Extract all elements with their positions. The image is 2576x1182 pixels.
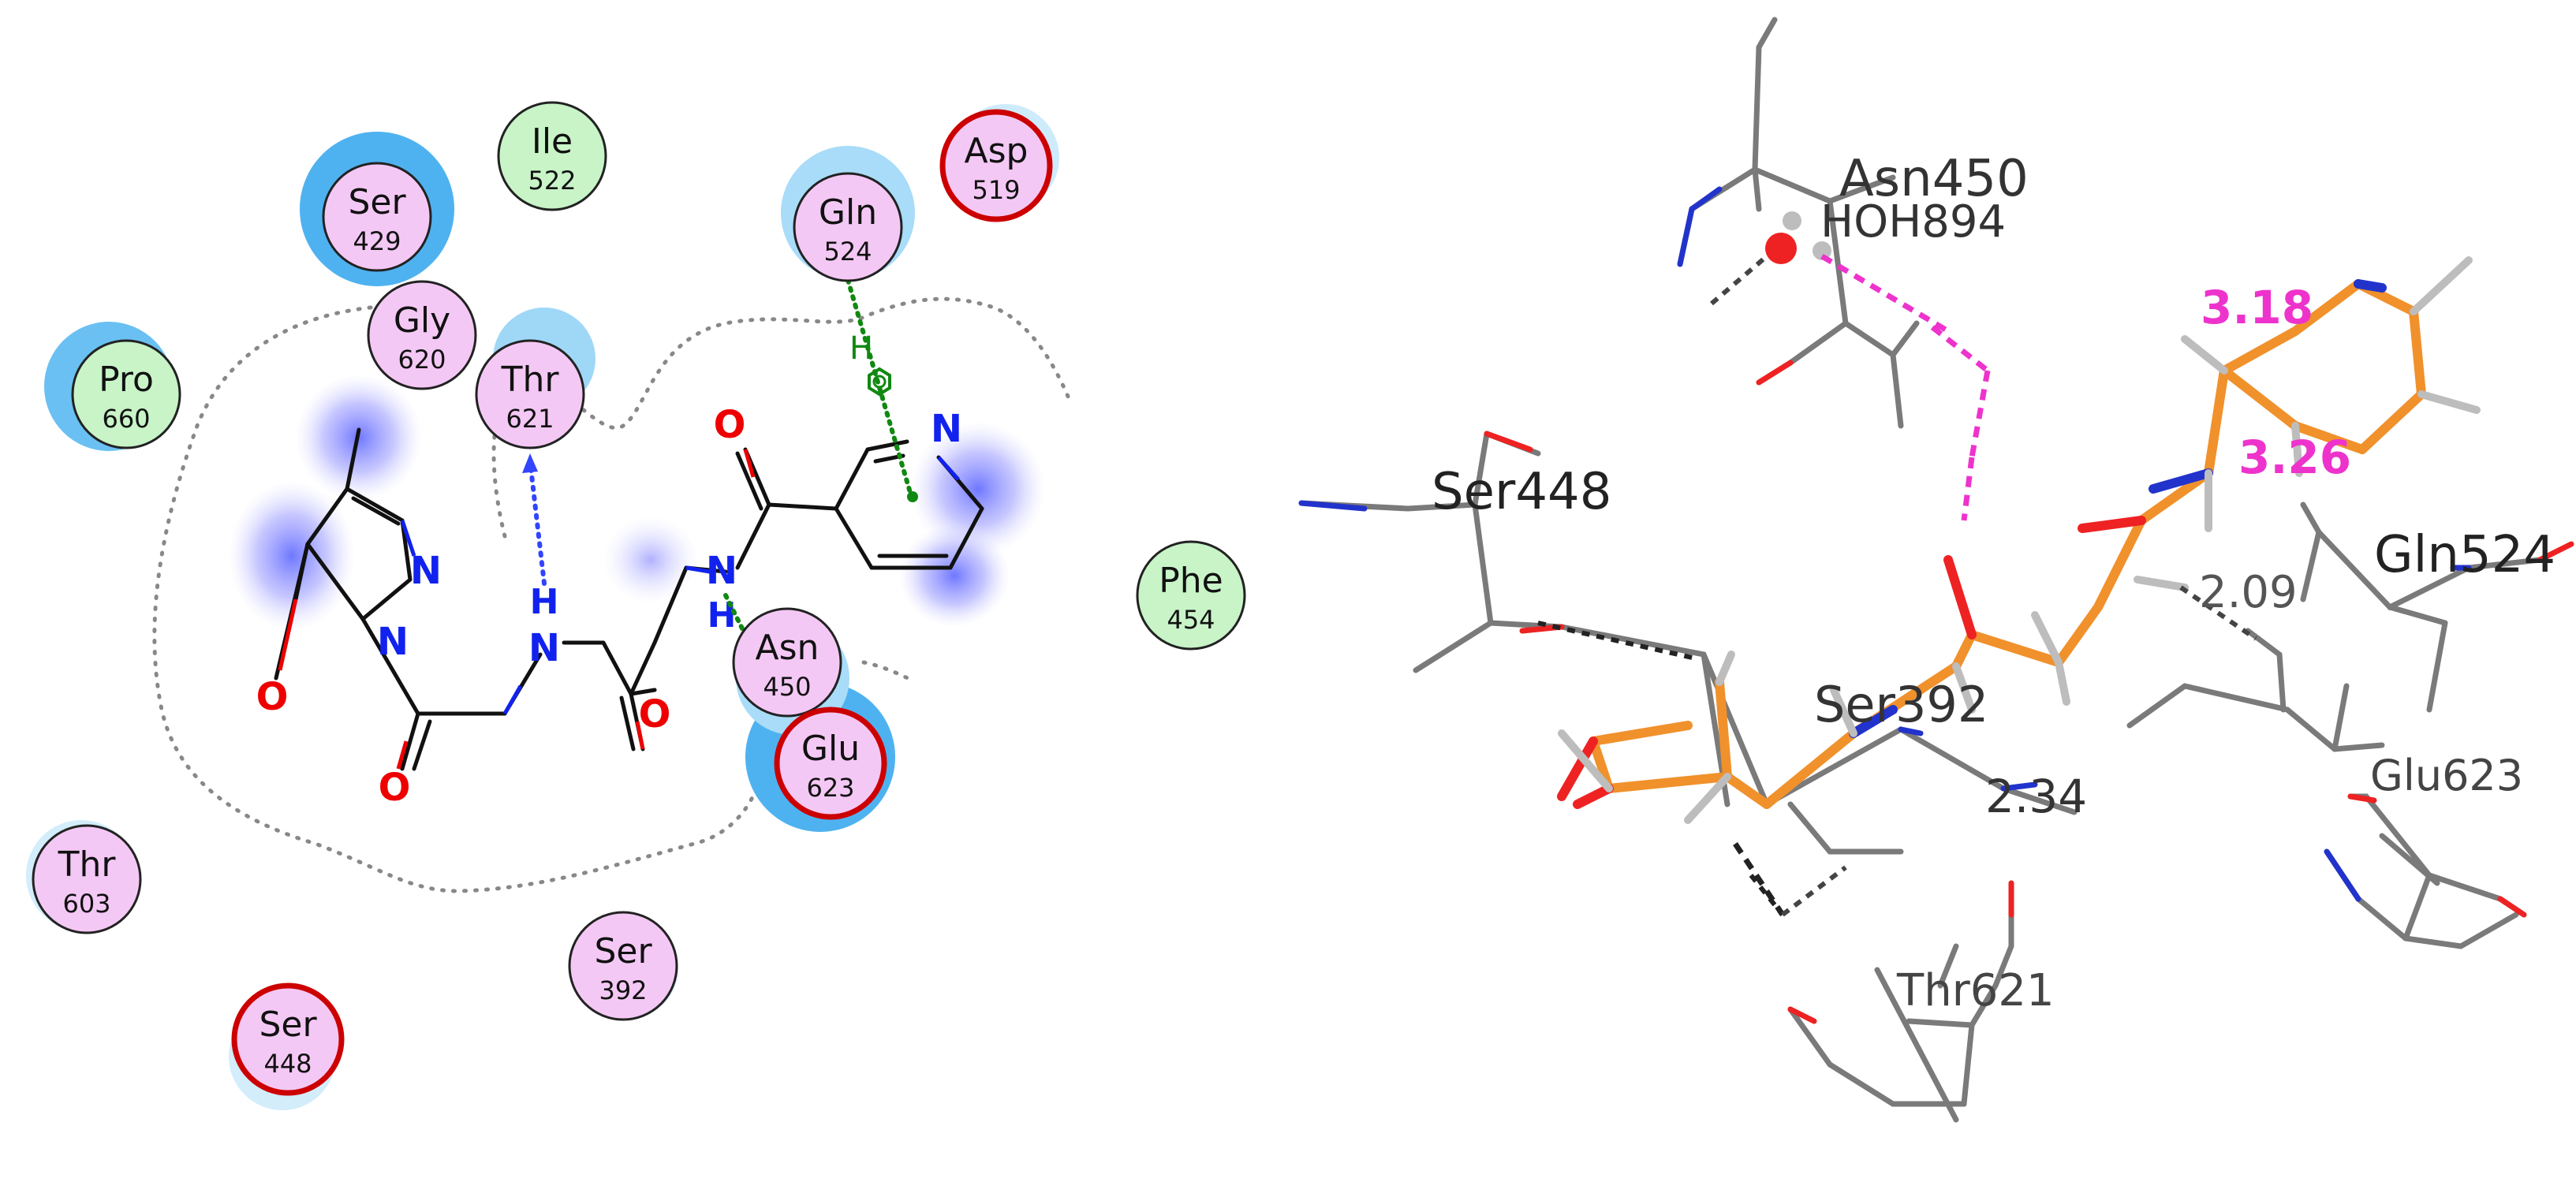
residue-name: Thr bbox=[501, 360, 560, 400]
distance-label: 2.34 bbox=[1985, 770, 2087, 823]
atom-n-amide2: N bbox=[706, 549, 737, 593]
bond-o-ring2 bbox=[278, 598, 298, 671]
residue-number: 429 bbox=[353, 226, 401, 256]
residue-number: 522 bbox=[528, 166, 576, 196]
bond-o-carbonyl2 bbox=[743, 449, 756, 478]
ligand-exposure-halo bbox=[229, 481, 355, 631]
residue-name: Gln bbox=[819, 192, 877, 233]
residue-number: 450 bbox=[763, 672, 811, 702]
residue-name: Ser bbox=[259, 1005, 317, 1045]
residue-name: Glu bbox=[801, 729, 860, 769]
atom-n-pyridine: N bbox=[931, 407, 962, 451]
residue-name: Phe bbox=[1159, 561, 1223, 601]
atom-o-carbonyl1: O bbox=[379, 766, 411, 810]
residue-ser448: Ser 448 bbox=[231, 983, 345, 1096]
label-ser448: Ser448 bbox=[1432, 463, 1611, 521]
water-contact-lines bbox=[1820, 253, 1991, 521]
residue-thr603: Thr 603 bbox=[32, 824, 142, 934]
residue-gly620: Gly 620 bbox=[367, 280, 477, 390]
pocket-outline bbox=[152, 305, 765, 893]
label-hoh894: HOH894 bbox=[1820, 196, 2006, 248]
distance-label: 3.18 bbox=[2201, 281, 2313, 334]
residue-thr621: Thr 621 bbox=[475, 339, 585, 449]
hbond-backbone-thr621 bbox=[528, 459, 547, 586]
residue-number: 620 bbox=[398, 345, 446, 375]
pi-centroid bbox=[907, 491, 918, 502]
residue-name: Thr bbox=[58, 845, 117, 885]
ligand-hetero bbox=[1557, 279, 2387, 809]
ligand-hydrogens bbox=[1558, 256, 2481, 824]
water-hoh894 bbox=[1765, 211, 1831, 264]
residue-name: Ser bbox=[594, 931, 652, 971]
residue-ser429: Ser 429 bbox=[322, 162, 432, 272]
residue-ile522: Ile 522 bbox=[497, 101, 607, 211]
residue-number: 621 bbox=[506, 404, 554, 434]
interaction-diagram-2d: N N O O N H O N H O N H Ser 429 Ile 522 Asp 5… bbox=[0, 0, 1278, 1179]
label-glu623: Glu623 bbox=[2370, 751, 2523, 800]
residue-asp519: Asp 519 bbox=[939, 109, 1053, 222]
pocket-outline-upper bbox=[491, 296, 1071, 539]
hbond-sidechain-asn450 bbox=[723, 593, 748, 637]
residue-name: Asp bbox=[965, 131, 1029, 171]
atom-h-amide1: H bbox=[530, 582, 559, 622]
atom-o-carbonyl3: O bbox=[639, 692, 671, 736]
interaction-diagram-svg: N N O O N H O N H O N H Ser 429 Ile 522 Asp 5… bbox=[26, 101, 1246, 1110]
distance-label: 2.09 bbox=[2199, 567, 2298, 618]
binding-pose-svg: Asn450 HOH894 Ser448 Gln524 Ser392 Glu62… bbox=[1298, 17, 2574, 1123]
bond-n-amide bbox=[502, 684, 523, 715]
distance-label: 3.26 bbox=[2238, 431, 2351, 484]
hetero-atoms bbox=[1298, 186, 2574, 1024]
bond-n-ring bbox=[400, 520, 416, 557]
residue-number: 660 bbox=[102, 404, 150, 434]
residue-number: 448 bbox=[263, 1049, 312, 1079]
pi-arene-h-icon: H bbox=[849, 330, 891, 397]
residue-number: 392 bbox=[599, 975, 647, 1005]
bond-n-pyridine bbox=[937, 456, 960, 481]
bond-o-carbonyl3 bbox=[635, 721, 645, 750]
ligand-exposure-halo bbox=[603, 516, 698, 603]
residue-number: 623 bbox=[806, 773, 854, 803]
residue-pro660: Pro 660 bbox=[71, 339, 181, 449]
residue-ser392: Ser 392 bbox=[568, 911, 678, 1021]
atom-o-ring: O bbox=[256, 675, 289, 719]
atom-n-ring1: N bbox=[410, 549, 442, 593]
residue-name: Pro bbox=[99, 360, 154, 400]
residue-phe454: Phe 454 bbox=[1136, 540, 1246, 651]
binding-pose-3d: Asn450 HOH894 Ser448 Gln524 Ser392 Glu62… bbox=[1278, 0, 2576, 1179]
residue-name: Ser bbox=[348, 182, 406, 222]
label-ser392: Ser392 bbox=[1814, 676, 1988, 733]
hbond-arrowhead bbox=[522, 453, 538, 473]
ligand-exposure-halo bbox=[911, 422, 1045, 556]
residue-number: 603 bbox=[62, 889, 110, 919]
residue-number: 519 bbox=[972, 175, 1020, 205]
residue-name: Asn bbox=[756, 628, 819, 668]
svg-text:H: H bbox=[849, 330, 873, 367]
bond-o-ring bbox=[293, 543, 310, 600]
bond-n-amide2 bbox=[685, 565, 711, 574]
label-thr621: Thr621 bbox=[1896, 965, 2055, 1016]
residue-asn450: Asn 450 bbox=[732, 607, 842, 718]
atom-h-amide2: H bbox=[707, 595, 737, 636]
residue-glu623: Glu 623 bbox=[774, 707, 887, 820]
residue-name: Ile bbox=[532, 121, 573, 162]
atom-n-amide1: N bbox=[528, 626, 560, 670]
ligand-skeleton bbox=[274, 427, 984, 771]
residue-number: 524 bbox=[823, 237, 872, 267]
atom-o-carbonyl2: O bbox=[714, 403, 746, 447]
residue-number: 454 bbox=[1167, 605, 1215, 635]
atom-n-ring2: N bbox=[377, 620, 409, 664]
pocket-outline-right bbox=[861, 660, 913, 682]
label-asn450: Asn450 bbox=[1839, 150, 2029, 208]
residue-name: Gly bbox=[394, 300, 450, 341]
ligand-exposure-halo bbox=[899, 524, 1010, 627]
hbond-lines bbox=[1537, 254, 2257, 917]
residue-gln524: Gln 524 bbox=[793, 172, 903, 282]
label-gln524: Gln524 bbox=[2374, 526, 2555, 584]
bond-o-carbonyl bbox=[396, 740, 409, 770]
